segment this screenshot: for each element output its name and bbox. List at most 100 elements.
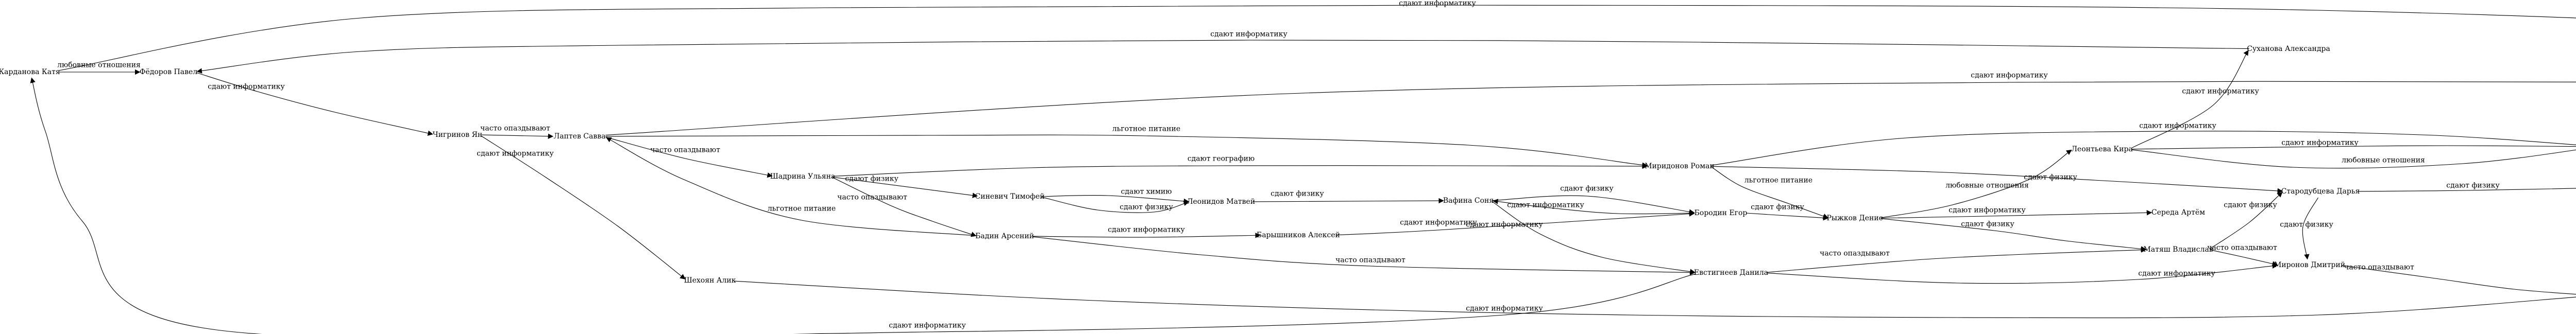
edge-sinevich-leonidov [1041,197,1190,213]
edge-label: льготное питание [1112,125,1181,133]
node-shekhoyan: Шехоян Алик [684,276,736,285]
edge-sukhanova-fedorov_p [196,40,2249,74]
edge-leonidov-vafina [1252,198,1444,204]
edge-kardanova-kolupaev [59,5,2576,71]
node-leontyeva: Леонтьева Кира [2071,145,2133,153]
edge-label: льготное питание [1744,176,1813,185]
edge-label: сдают информатику [1399,0,1476,8]
edge-chigrinov-laptev [481,133,554,139]
edge-label: сдают информатику [889,321,966,330]
edge-label: сдают физику [1961,220,2014,228]
edge-shadrina-miridonov [832,163,1648,177]
edge-label: часто опаздывают [1335,256,1405,265]
edge-fedorov_p-chigrinov [196,72,433,136]
edge-starodubtseva-fedorov_m [2358,188,2576,192]
edge-label: сдают информатику [2182,87,2259,96]
edge-label: часто опаздывают [2344,263,2414,272]
edge-label: сдают информатику [1210,30,1287,39]
edge-badin-evstigneev [1032,236,1696,275]
edge-label: сдают информатику [2138,269,2215,278]
edge-label: сдают физику [2024,173,2077,182]
node-baryshnikov: Барышников Алексей [1257,231,1340,239]
edge-label: сдают физику [1751,203,1804,212]
edge-label: сдают информатику [208,82,285,91]
edge-borodin-vafina [1493,199,1695,215]
edge-borodin-ryzhkov [1747,213,1829,221]
edge-ryzhkov-leontyeva [1880,149,2072,218]
edge-mironov-shutov [2341,265,2576,295]
edge-evstigneev-mironov [1766,263,2278,284]
edge-miridonov-melekhin [1711,131,2576,166]
edge-label: любовные отношения [2342,156,2425,165]
node-mironov: Миронов Дмитрий [2274,261,2346,269]
edge-label: часто опаздывают [650,146,720,154]
edge-leontyeva-sukhanova [2131,49,2249,148]
edge-miridonov-ryzhkov [1711,166,1829,219]
node-sinevich: Синевич Тимофей [975,192,1045,201]
edge-label: льготное питание [767,204,836,213]
edge-evstigneev-matyash [1766,247,2147,273]
edge-label: часто опаздывают [837,193,907,202]
node-starodubtseva: Стародубцева Дарья [2281,187,2360,196]
edge-label: сдают информатику [1507,201,1584,209]
edge-badin-baryshnikov [1032,233,1261,238]
edge-shadrina-sinevich [832,177,978,198]
edge-shekhoyan-shutov [734,280,2576,319]
edge-label: сдают физику [1560,184,1614,193]
edge-vafina-evstigneev [1492,201,1696,274]
node-laptev: Лаптев Савва [553,132,606,140]
edge-label: сдают информатику [1971,71,2048,80]
edge-label: сдают химию [1121,187,1172,196]
edge-label: сдают информатику [1948,206,2026,215]
node-ryzhkov: Рыжков Денис [1826,214,1883,222]
edge-label: часто опаздывают [480,124,550,133]
edge-matyash-mironov [2210,249,2278,267]
edge-label: сдают информатику [1108,225,1185,234]
edge-matyash-starodubtseva [2210,191,2283,249]
edge-label: часто опаздывают [2207,243,2277,252]
edge-ryzhkov-sereda [1880,210,2153,219]
edge-label: сдают физику [2280,220,2333,229]
node-borodin: Бородин Егор [1694,209,1748,217]
edge-label: сдают информатику [1400,218,1477,227]
edge-baryshnikov-borodin [1335,211,1695,236]
edge-ryzhkov-matyash [1880,218,2147,252]
edge-laptev-shadrina [605,136,773,178]
edge-label: сдают физику [1120,203,1173,212]
edge-laptev-miridonov [605,134,1648,168]
edge-miridonov-starodubtseva [1711,166,2283,194]
node-leonidov: Леонидов Матвей [1187,198,1256,206]
edge-label: сдают информатику [1466,220,1543,229]
node-kardanova: Карданова Катя [0,68,60,76]
edge-label: сдают информатику [2139,121,2216,130]
edge-label: сдают физику [845,174,899,183]
edge-label: сдают информатику [1466,304,1543,313]
edge-chigrinov-shekhoyan [481,136,686,279]
node-evstigneev: Евстигнеев Данила [1693,269,1769,277]
edge-label: сдают информатику [2281,138,2359,147]
edge-label: любовные отношения [1945,181,2029,190]
edge-label: сдают информатику [477,149,554,158]
edge-label: сдают географию [1187,154,1255,163]
node-sukhanova: Суханова Александра [2247,45,2330,53]
edge-evstigneev-kardanova [30,77,1696,334]
edge-starodubtseva-mironov [2302,197,2318,260]
edge-label: сдают физику [2446,181,2500,190]
edge-leontyeva-melekhin [2131,149,2576,169]
node-matyash: Матяш Владислав [2143,245,2213,254]
node-miridonov: Миридонов Роман [1645,162,1715,170]
node-shadrina: Шадрина Ульяна [770,172,836,181]
node-chigrinov: Чигринов Ян [432,131,483,139]
edge-label: сдают физику [1270,189,1324,198]
edge-laptev-kolupaev [605,81,2576,136]
edge-label: часто опаздывают [1820,249,1890,258]
node-badin: Бадин Арсений [975,232,1035,240]
edge-vafina-borodin [1492,195,1695,215]
node-fedorov_p: Фёдоров Павел [139,68,198,76]
node-vafina: Вафина Соня [1443,197,1494,205]
edge-badin-laptev [606,137,977,236]
edge-label: любовные отношения [57,61,141,69]
edge-sinevich-leonidov [1041,195,1190,204]
